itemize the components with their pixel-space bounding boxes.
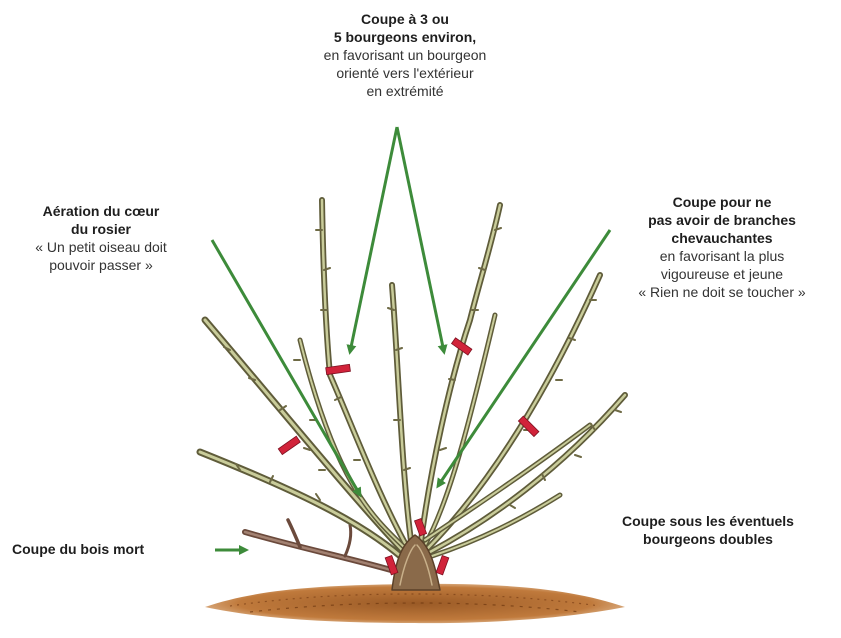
label-top-bold-0: Coupe à 3 ou <box>250 10 560 28</box>
label-right-bold-1: pas avoir de branches <box>612 211 832 229</box>
label-dead-wood: Coupe du bois mort <box>12 540 212 558</box>
label-left-line-0: « Un petit oiseau doit <box>6 238 196 256</box>
dead-wood-branch <box>245 520 398 572</box>
annotation-arrows <box>212 127 610 550</box>
label-right-line-2: « Rien ne doit se toucher » <box>612 283 832 301</box>
label-right-bold-0: Coupe pour ne <box>612 193 832 211</box>
label-crossing-branches: Coupe pour ne pas avoir de branches chev… <box>612 193 832 301</box>
label-left-bold-1: du rosier <box>6 220 196 238</box>
label-cut-three-five-buds: Coupe à 3 ou 5 bourgeons environ, en fav… <box>250 10 560 100</box>
rose-branches <box>200 200 625 590</box>
thorns <box>224 228 621 508</box>
label-top-line-1: orienté vers l'extérieur <box>250 64 560 82</box>
label-top-line-2: en extrémité <box>250 82 560 100</box>
cut-mark-base-right <box>436 556 449 575</box>
label-top-bold-1: 5 bourgeons environ, <box>250 28 560 46</box>
label-right-line-0: en favorisant la plus <box>612 247 832 265</box>
label-double-bold-1: bourgeons doubles <box>588 530 828 548</box>
label-deadwood-bold-0: Coupe du bois mort <box>12 540 212 558</box>
label-double-bold-0: Coupe sous les éventuels <box>588 512 828 530</box>
label-top-line-0: en favorisant un bourgeon <box>250 46 560 64</box>
label-aeration: Aération du cœur du rosier « Un petit oi… <box>6 202 196 274</box>
label-right-line-1: vigoureuse et jeune <box>612 265 832 283</box>
label-left-bold-0: Aération du cœur <box>6 202 196 220</box>
arrow-top-to-left-cut <box>350 127 397 352</box>
label-right-bold-2: chevauchantes <box>612 229 832 247</box>
arrow-top-to-right-cut <box>397 127 444 352</box>
cut-mark-left <box>278 436 300 454</box>
label-double-buds: Coupe sous les éventuels bourgeons doubl… <box>588 512 828 548</box>
arrow-right-crossing <box>438 230 610 486</box>
label-left-line-1: pouvoir passer » <box>6 256 196 274</box>
